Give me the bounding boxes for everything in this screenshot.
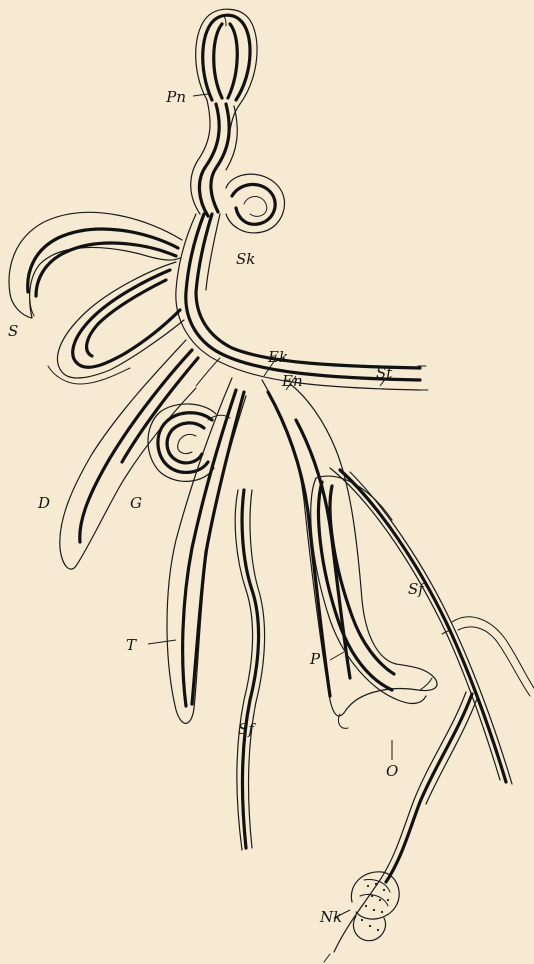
label-d: D xyxy=(37,494,50,512)
cnidosac xyxy=(351,872,399,941)
nk-filament xyxy=(324,692,478,962)
label-nk: Nk xyxy=(319,908,342,926)
label-sk: Sk xyxy=(236,250,255,268)
sk-bud xyxy=(226,174,285,233)
p-polyp xyxy=(262,380,437,728)
label-o: O xyxy=(386,762,398,780)
s-bract xyxy=(9,212,182,318)
t-palpon xyxy=(167,378,246,723)
loop-bract xyxy=(48,262,184,384)
label-s: S xyxy=(8,322,18,340)
label-sf-right: Sf xyxy=(408,580,426,598)
label-pn: Pn xyxy=(165,88,186,106)
label-sf-middle: Sf xyxy=(238,720,256,738)
label-p: P xyxy=(309,650,321,668)
label-en: En xyxy=(281,372,303,390)
label-g: G xyxy=(130,494,142,512)
stem-upper xyxy=(191,100,238,216)
sf-middle-tentacle xyxy=(235,490,264,850)
sf-right-tentacle xyxy=(330,468,534,784)
label-st: St xyxy=(376,364,393,382)
label-ek: Ek xyxy=(267,348,288,366)
label-t: T xyxy=(126,636,137,654)
